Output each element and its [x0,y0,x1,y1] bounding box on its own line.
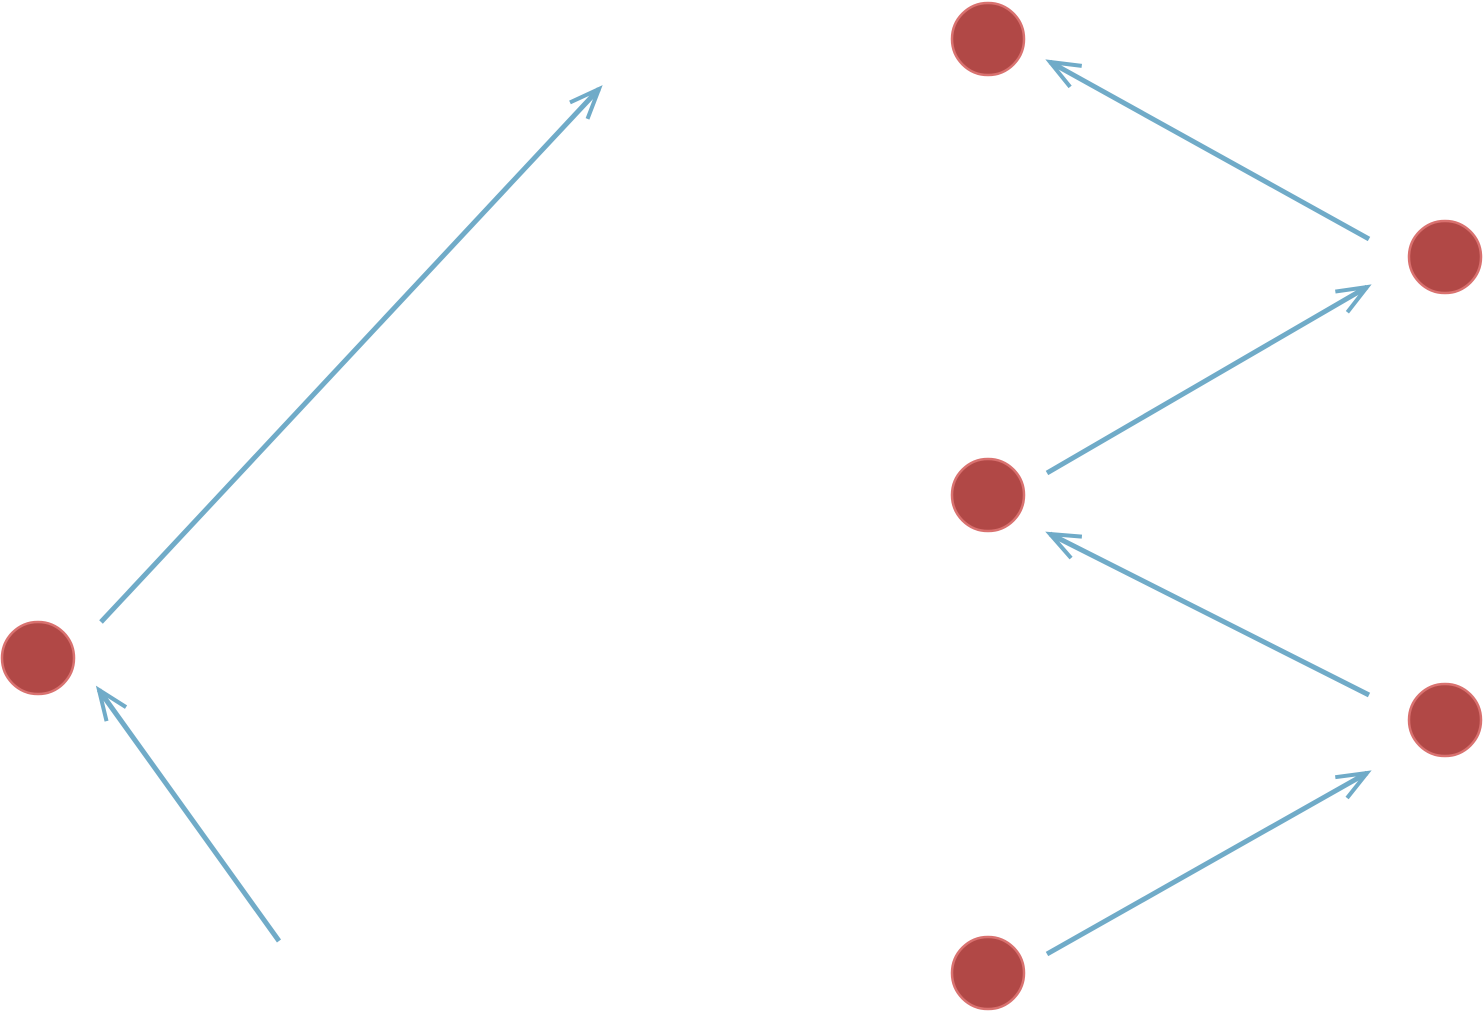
arrowhead-icon [95,685,128,722]
node-center-middle [950,457,1026,533]
node-bottom-middle [950,935,1026,1011]
edge-upper-right-to-top-middle [1045,59,1371,242]
arrowhead-icon [1045,59,1083,89]
node-top-middle [950,1,1026,77]
edge-line [1048,531,1371,698]
edge-left-to-upper [99,85,603,624]
edge-line [1048,59,1371,242]
edge-bottom-middle-to-lower-right [1045,770,1372,957]
edges-layer [95,59,1372,957]
edge-line [96,688,282,943]
arrowhead-icon [1335,770,1372,800]
edge-center-middle-to-upper-right [1045,284,1372,476]
node-lower-right [1407,682,1483,758]
node-left [0,620,76,696]
edge-lower-right-to-center-middle [1045,531,1371,698]
arrowhead-icon [1335,284,1372,314]
arrowhead-icon [1045,531,1083,560]
edge-line [1045,770,1369,957]
arrowhead-icon [569,85,603,120]
edge-lower-to-left [95,685,282,943]
edge-line [99,87,601,624]
node-upper-right [1407,219,1483,295]
edge-line [1045,284,1369,476]
